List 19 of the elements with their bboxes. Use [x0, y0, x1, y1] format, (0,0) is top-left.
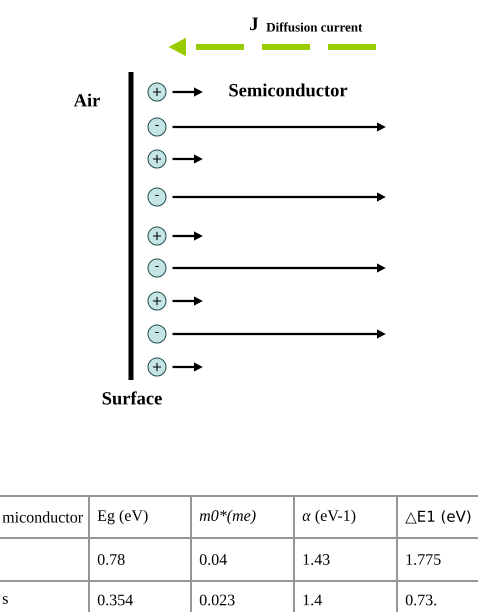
cell-value: 0.04 [200, 554, 227, 565]
cell-value: 0.73. [406, 594, 436, 606]
column-header: m0*(me) [200, 510, 256, 524]
region-label: Semiconductor [229, 83, 348, 97]
column-header: miconductor [2, 511, 83, 523]
cell-value: 1.43 [304, 554, 330, 565]
surface-label: Surface [102, 391, 162, 405]
region-label: Air [74, 94, 100, 106]
current-label: Diffusion current [266, 22, 362, 32]
cell-value: 1.4 [304, 594, 322, 606]
cell-value: 0.354 [98, 594, 133, 606]
current-symbol: J [250, 18, 258, 30]
cell-value: 1.775 [406, 554, 441, 565]
row-label: s [2, 596, 8, 604]
column-header: △E1 (eV) [405, 510, 470, 524]
column-header: α (eV-1) [302, 510, 356, 524]
column-header: Eg (eV) [98, 510, 148, 524]
cell-value: 0.023 [200, 594, 235, 606]
cell-value: 0.78 [98, 554, 125, 565]
